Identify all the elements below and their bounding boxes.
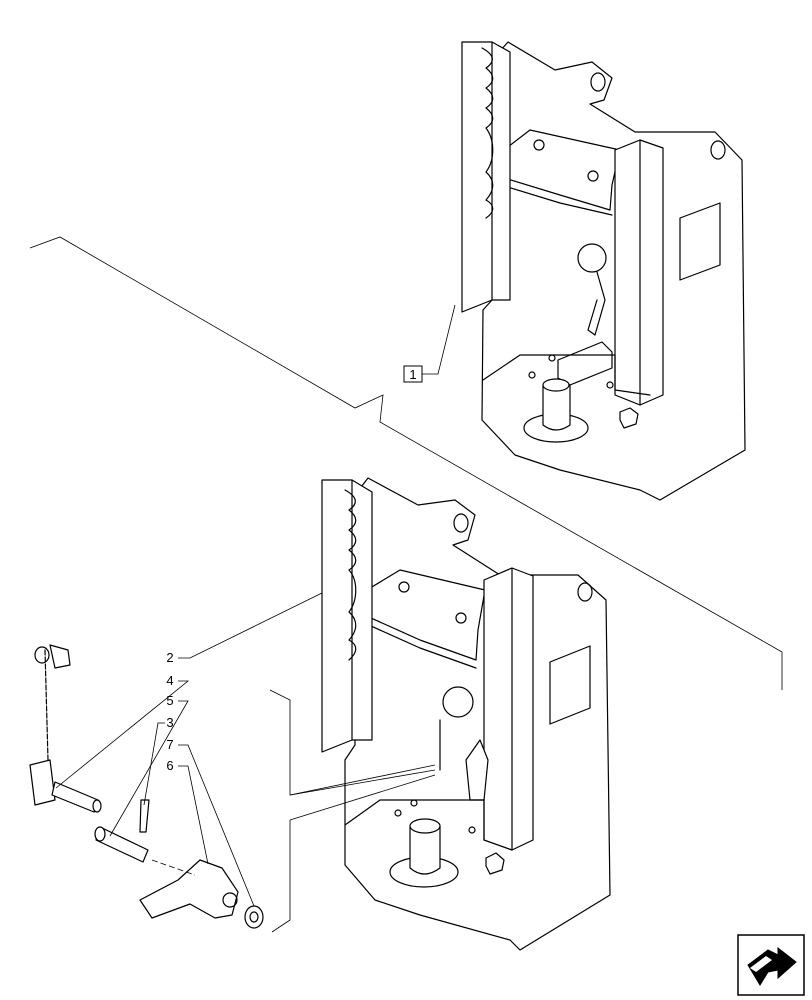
bottom-left-rail	[321, 479, 373, 753]
callout-label-5: 5	[166, 693, 173, 708]
leader-2	[178, 592, 323, 659]
pin-4	[51, 781, 99, 813]
loose-parts	[29, 644, 264, 929]
chain-loop	[29, 759, 56, 806]
top-label-plate	[679, 202, 721, 281]
explode-bracket	[269, 689, 436, 933]
top-hitch-assembly	[461, 41, 746, 501]
top-small-clip	[619, 407, 639, 429]
top-latch	[557, 341, 613, 386]
chain	[44, 649, 49, 761]
bottom-bolt-1	[398, 581, 410, 593]
top-bolt-2	[587, 170, 599, 182]
top-upper-hole	[590, 72, 606, 92]
top-right-hole	[710, 140, 726, 160]
bottom-bracket-plate	[341, 569, 486, 661]
callout-label-2: 2	[166, 650, 173, 665]
callout-label-6: 6	[166, 758, 173, 773]
callout-label-4: 4	[166, 673, 173, 688]
leader-1	[422, 304, 456, 375]
top-right-rail	[614, 139, 664, 406]
bottom-hitch-assembly	[321, 477, 611, 951]
bottom-label-plate	[549, 645, 591, 725]
callout-label-7: 7	[166, 737, 173, 752]
leader-3	[143, 722, 165, 806]
group-bracket-line	[29, 236, 783, 690]
bottom-latch	[465, 739, 489, 801]
bottom-right-rail	[483, 567, 534, 851]
washer-7	[244, 905, 264, 929]
leader-7	[178, 744, 255, 907]
top-hook-knob	[577, 243, 607, 273]
bottom-pin	[409, 825, 441, 875]
top-bracket-plate	[477, 129, 621, 211]
callout-label-3: 3	[166, 715, 173, 730]
top-pin	[542, 384, 571, 431]
cotter-3	[139, 799, 150, 833]
bottom-right-hole	[577, 582, 593, 602]
top-left-rail	[461, 41, 511, 313]
next-page-arrow-icon[interactable]	[737, 934, 805, 996]
bottom-small-clip	[485, 852, 505, 875]
top-bolt-1	[533, 139, 545, 151]
lever-6	[139, 859, 239, 919]
chain-clip	[49, 644, 71, 669]
leader-4	[55, 680, 190, 789]
callout-label-1: 1	[409, 367, 416, 382]
bottom-bolt-2	[455, 612, 467, 624]
leader-5	[109, 700, 189, 837]
bottom-upper-hole	[453, 513, 469, 533]
bottom-body	[344, 477, 611, 951]
bottom-hook-knob	[442, 686, 474, 718]
leader-6	[178, 765, 209, 865]
